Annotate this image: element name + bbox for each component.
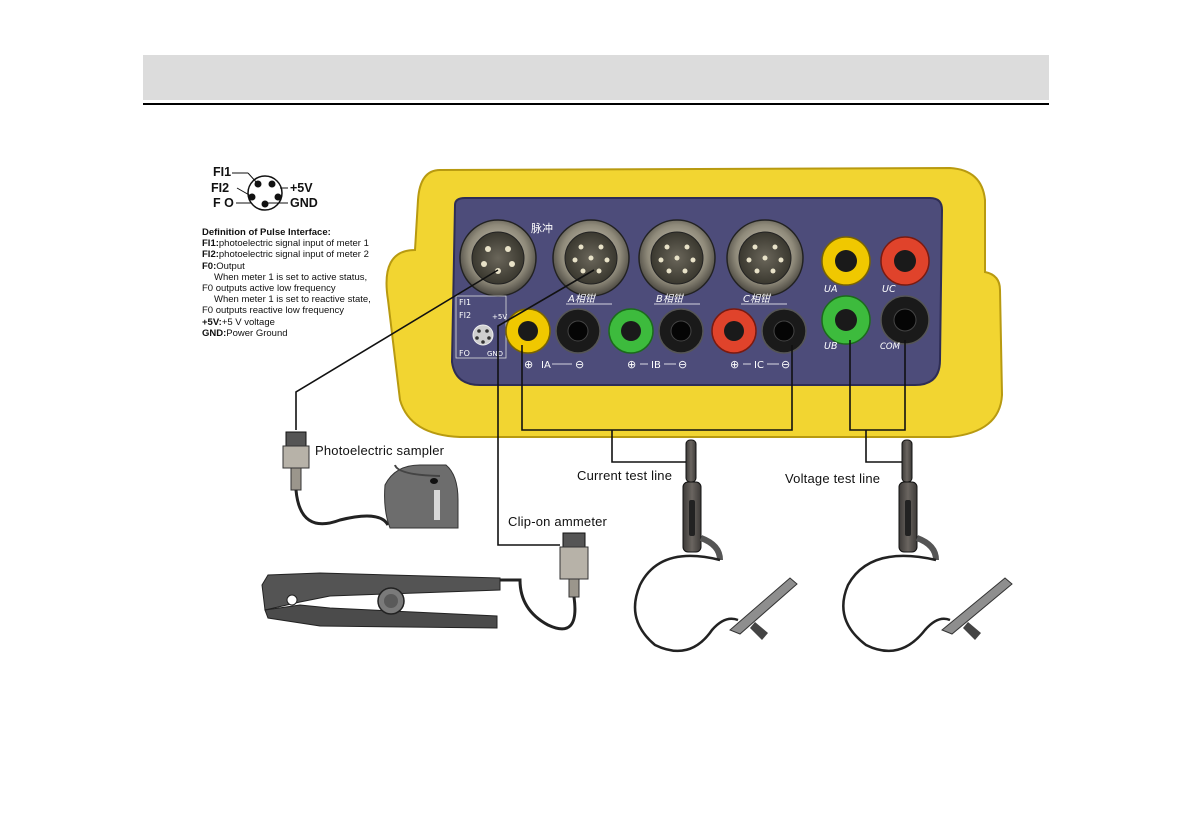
connection-wires xyxy=(295,269,906,546)
panel-labels: 脉冲 A相钳 B相钳 C相钳 ⊕ IA ⊖ ⊕ IB ⊖ ⊕ IC ⊖ UA U… xyxy=(459,221,901,371)
jack-com xyxy=(880,295,930,345)
photoelectric-sampler-label: Photoelectric sampler xyxy=(315,443,445,458)
photoelectric-sampler xyxy=(282,431,459,529)
jack-uc xyxy=(880,236,930,286)
legend-line: F0 outputs active low frequency xyxy=(202,283,336,295)
ib-plus-sign: ⊕ xyxy=(627,358,636,371)
jack-ib-plus xyxy=(608,308,654,354)
pulse-label: 脉冲 xyxy=(531,221,553,235)
header-bar xyxy=(143,55,1049,100)
pulse-connector xyxy=(459,219,537,297)
ic-minus-sign: ⊖ xyxy=(781,358,790,371)
voltage-test-probe xyxy=(842,439,1013,653)
uc-label: UC xyxy=(882,284,896,295)
clamp-connector-a xyxy=(552,219,630,297)
pin-5v-label: +5V xyxy=(290,181,313,195)
pin-fo-label: F O xyxy=(213,196,234,210)
aviation-connectors xyxy=(459,219,804,297)
clamp-connector-c xyxy=(726,219,804,297)
legend-line: FI1:photoelectric signal input of meter … xyxy=(202,238,369,250)
jack-ia-minus xyxy=(555,308,601,354)
ic-plus-sign: ⊕ xyxy=(730,358,739,371)
jack-ub xyxy=(821,295,871,345)
legend-line: F0:Output xyxy=(202,260,245,272)
clamp-label-c: C相钳 xyxy=(743,293,772,305)
ib-minus-sign: ⊖ xyxy=(678,358,687,371)
pulse-interface-legend: Definition of Pulse Interface: FI1:photo… xyxy=(202,227,412,339)
ia-label: IA xyxy=(541,360,551,371)
mini-5v-label: +5V xyxy=(492,313,507,321)
current-test-line-label: Current test line xyxy=(577,468,673,483)
ic-label: IC xyxy=(754,360,764,371)
clip-on-ammeter-label: Clip-on ammeter xyxy=(508,514,608,529)
voltage-test-line-label: Voltage test line xyxy=(785,471,881,486)
jack-ia-plus xyxy=(505,308,551,354)
voltage-jacks xyxy=(821,236,930,345)
pin-diagram xyxy=(232,172,288,211)
ub-label: UB xyxy=(824,341,837,352)
legend-line: FI2:photoelectric signal input of meter … xyxy=(202,249,369,261)
ia-plus-sign: ⊕ xyxy=(524,358,533,371)
mini-fi1-label: FI1 xyxy=(459,298,471,307)
mini-gnd-label: GND xyxy=(487,350,503,358)
ia-minus-sign: ⊖ xyxy=(575,358,584,371)
current-test-probe xyxy=(633,439,798,653)
legend-line: F0 outputs reactive low frequency xyxy=(202,305,345,317)
ib-label: IB xyxy=(651,360,661,371)
pin-fi2-label: FI2 xyxy=(211,181,230,195)
legend-line: When meter 1 is set to reactive state, xyxy=(214,294,371,306)
ua-label: UA xyxy=(824,284,837,295)
legend-title: Definition of Pulse Interface: xyxy=(202,227,331,238)
jack-ua xyxy=(821,236,871,286)
legend-line: GND:Power Ground xyxy=(202,327,288,339)
legend-line: When meter 1 is set to active status, xyxy=(214,271,368,283)
clip-on-ammeter xyxy=(261,532,589,631)
pin-gnd-label: GND xyxy=(290,196,318,210)
jack-ib-minus xyxy=(658,308,704,354)
header-rule xyxy=(143,103,1049,105)
legend-line: +5V:+5 V voltage xyxy=(202,316,275,328)
clamp-label-a: A相钳 xyxy=(567,293,597,305)
pin-fi1-label: FI1 xyxy=(213,165,232,179)
com-label: COM xyxy=(880,342,901,352)
current-jacks xyxy=(505,308,807,354)
mini-fo-label: FO xyxy=(459,349,470,358)
clamp-connector-b xyxy=(638,219,716,297)
jack-ic-minus xyxy=(761,308,807,354)
clamp-label-b: B相钳 xyxy=(656,293,685,305)
jack-ic-plus xyxy=(711,308,757,354)
mini-fi2-label: FI2 xyxy=(459,311,471,320)
mini-pulse-port xyxy=(455,295,507,359)
